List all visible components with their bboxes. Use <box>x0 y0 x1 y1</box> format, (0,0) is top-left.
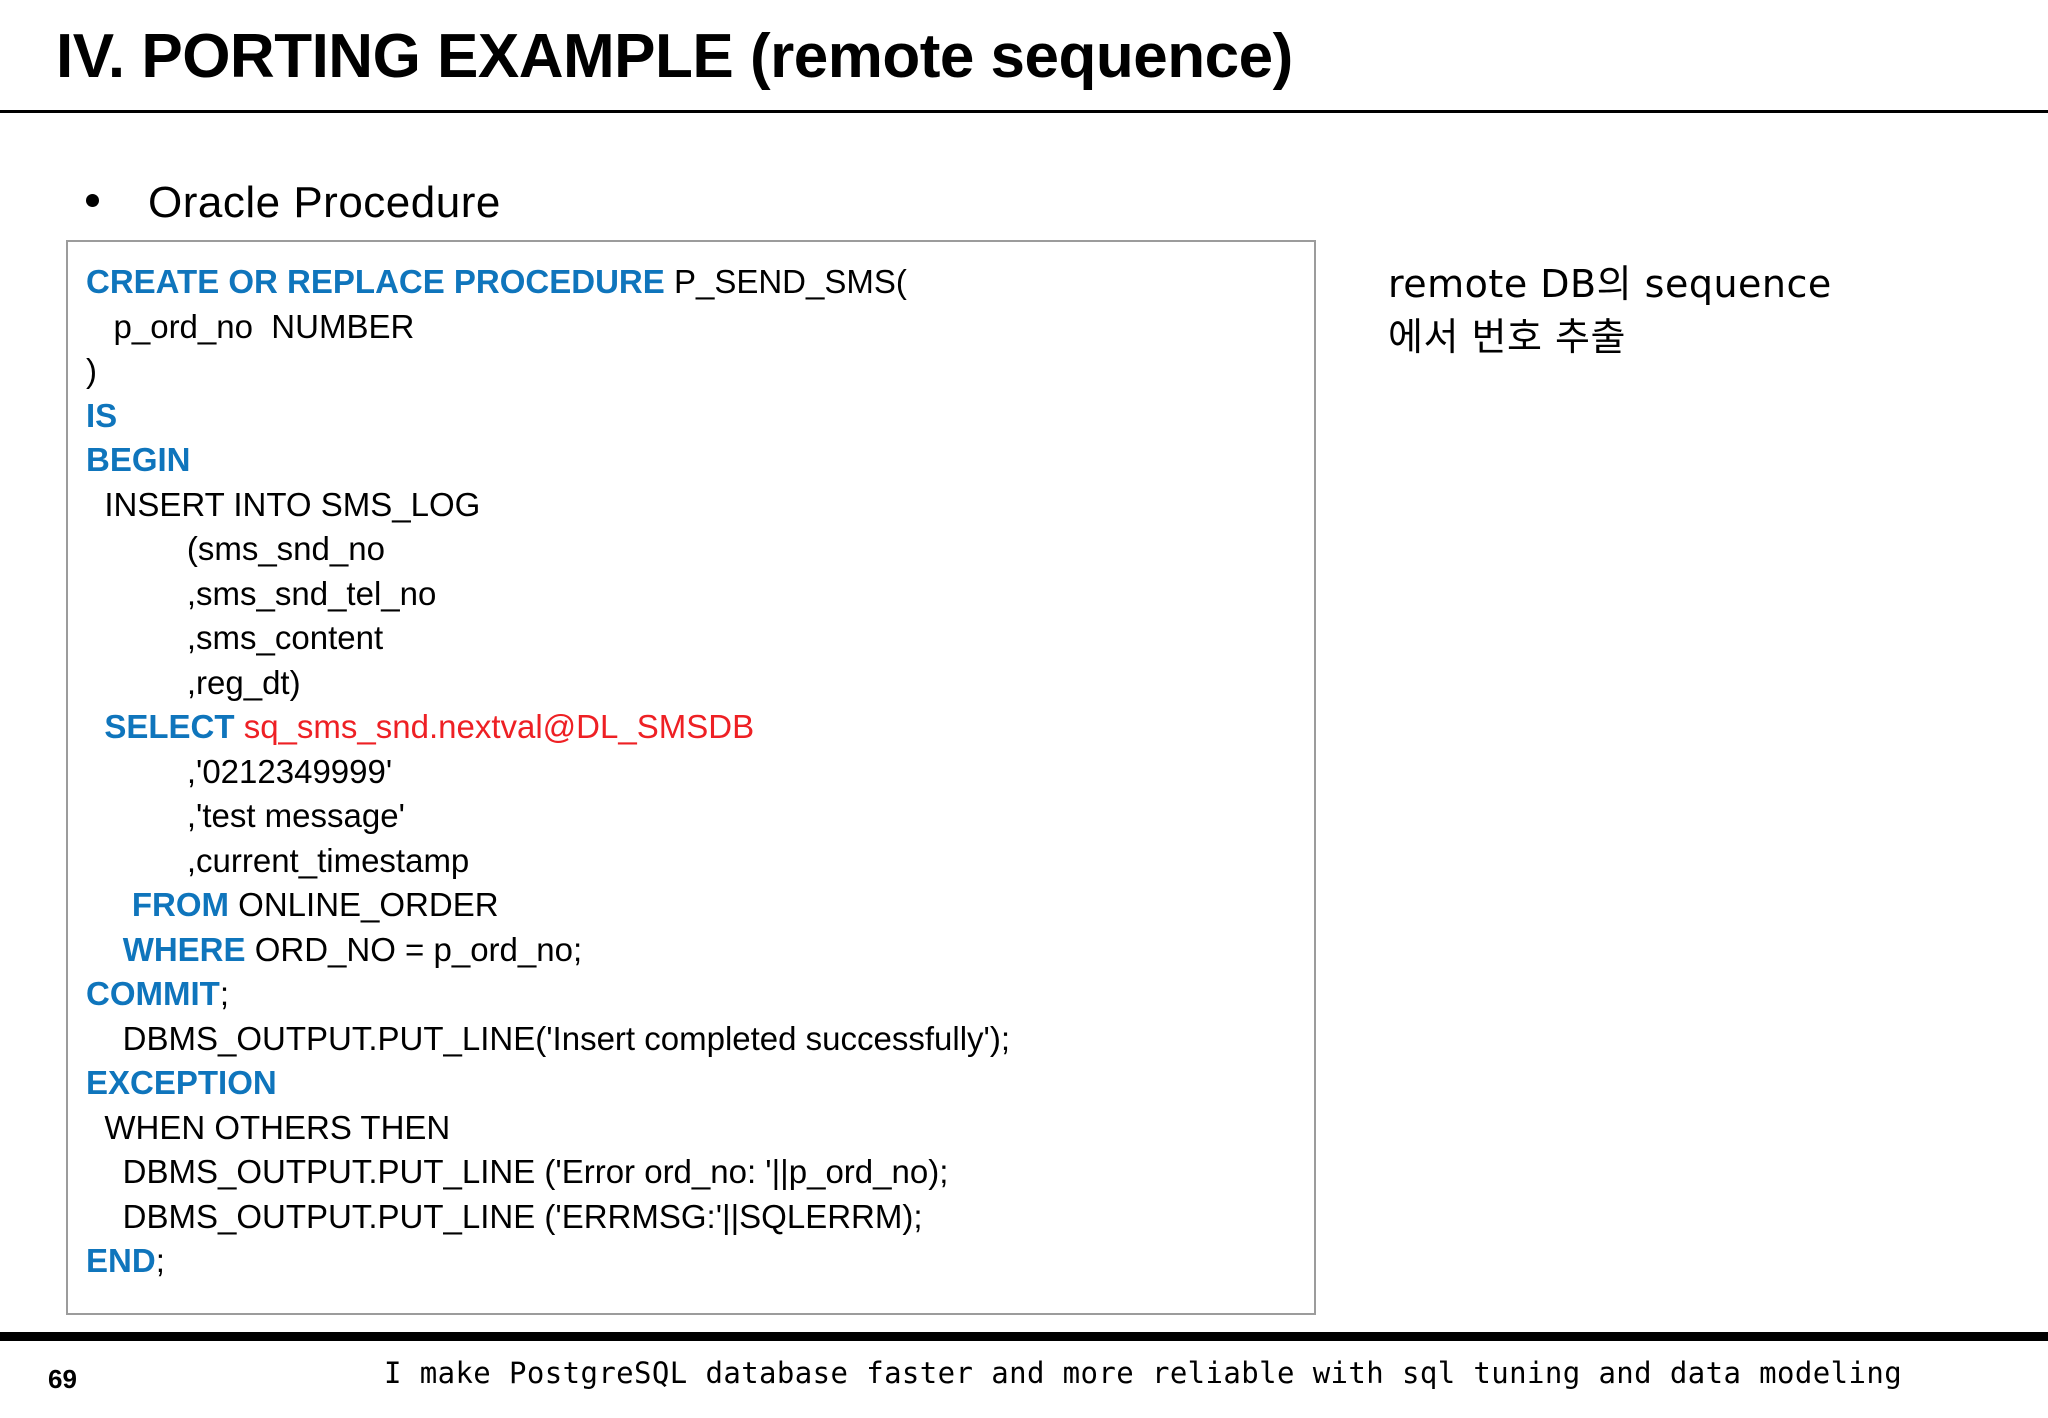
code-line: DBMS_OUTPUT.PUT_LINE('Insert completed s… <box>68 1017 1314 1062</box>
code-text <box>86 931 123 968</box>
page-number: 69 <box>48 1364 77 1394</box>
code-text: ; <box>219 975 229 1012</box>
code-line: COMMIT; <box>68 972 1314 1017</box>
highlighted-expression: sq_sms_snd.nextval@DL_SMSDB <box>243 708 755 745</box>
code-text: DBMS_OUTPUT.PUT_LINE ('Error ord_no: '||… <box>86 1153 949 1190</box>
code-line: ,'0212349999' <box>68 750 1314 795</box>
code-text: ,sms_snd_tel_no <box>86 574 437 612</box>
code-text: ,sms_content <box>86 619 384 656</box>
code-line: FROM ONLINE_ORDER <box>68 883 1314 928</box>
section-heading-label: Oracle Procedure <box>148 178 501 227</box>
code-line: ,sms_snd_tel_no <box>68 572 1314 617</box>
code-line: ,current_timestamp <box>68 839 1314 884</box>
code-text: ORD_NO = p_ord_no; <box>245 930 583 968</box>
code-line: ,sms_content <box>68 616 1314 661</box>
code-line: ,'test message' <box>68 794 1314 839</box>
title-divider <box>0 110 2048 113</box>
sql-keyword: SELECT <box>104 708 235 745</box>
code-text: P_SEND_SMS( <box>664 263 907 300</box>
code-line: IS <box>68 394 1314 439</box>
code-text: ,reg_dt) <box>86 663 301 701</box>
code-line: DBMS_OUTPUT.PUT_LINE ('Error ord_no: '||… <box>68 1150 1314 1195</box>
code-lines: CREATE OR REPLACE PROCEDURE P_SEND_SMS( … <box>68 260 1314 1284</box>
sql-keyword: COMMIT <box>86 975 220 1012</box>
code-text: ) <box>86 352 97 389</box>
sql-keyword: WHERE <box>122 930 246 968</box>
code-text: ONLINE_ORDER <box>229 886 499 923</box>
sql-keyword: END <box>86 1242 156 1279</box>
code-line: EXCEPTION <box>68 1061 1314 1106</box>
code-line: BEGIN <box>68 438 1314 483</box>
annotation-note: remote DB의 sequence 에서 번호 추출 <box>1388 258 1988 364</box>
code-text: WHEN OTHERS THEN <box>86 1108 451 1146</box>
annotation-line-2: 에서 번호 추출 <box>1388 315 1626 359</box>
code-text <box>235 708 244 745</box>
code-line: WHERE ORD_NO = p_ord_no; <box>68 928 1314 973</box>
code-text: (sms_snd_no <box>86 530 385 567</box>
sql-keyword: CREATE OR REPLACE PROCEDURE <box>86 263 665 300</box>
code-line: ) <box>68 349 1314 394</box>
annotation-line-1: remote DB의 sequence <box>1388 262 1832 306</box>
code-text: DBMS_OUTPUT.PUT_LINE ('ERRMSG:'||SQLERRM… <box>86 1197 923 1235</box>
page-title: IV. PORTING EXAMPLE (remote sequence) <box>56 22 1293 91</box>
code-block: CREATE OR REPLACE PROCEDURE P_SEND_SMS( … <box>66 240 1316 1315</box>
code-line: INSERT INTO SMS_LOG <box>68 483 1314 528</box>
code-text: ; <box>155 1242 165 1279</box>
code-line: p_ord_no NUMBER <box>68 305 1314 350</box>
sql-keyword: FROM <box>131 886 229 923</box>
code-text: DBMS_OUTPUT.PUT_LINE('Insert completed s… <box>86 1019 1011 1057</box>
code-line: SELECT sq_sms_snd.nextval@DL_SMSDB <box>68 705 1314 750</box>
code-text <box>86 886 132 923</box>
sql-keyword: IS <box>86 396 118 434</box>
code-line: ,reg_dt) <box>68 661 1314 706</box>
code-text: INSERT INTO SMS_LOG <box>86 485 481 523</box>
footer-divider <box>0 1332 2048 1341</box>
section-heading: Oracle Procedure <box>86 178 501 228</box>
code-text: ,'test message' <box>86 797 405 834</box>
code-line: CREATE OR REPLACE PROCEDURE P_SEND_SMS( <box>68 260 1314 305</box>
code-text: p_ord_no NUMBER <box>86 307 415 345</box>
sql-keyword: EXCEPTION <box>86 1064 277 1101</box>
code-line: (sms_snd_no <box>68 527 1314 572</box>
code-line: WHEN OTHERS THEN <box>68 1106 1314 1151</box>
sql-keyword: BEGIN <box>86 441 191 478</box>
code-text <box>86 708 104 745</box>
bullet-point-icon <box>86 194 99 207</box>
code-line: DBMS_OUTPUT.PUT_LINE ('ERRMSG:'||SQLERRM… <box>68 1195 1314 1240</box>
footer-tagline: I make PostgreSQL database faster and mo… <box>384 1356 1903 1390</box>
code-line: END; <box>68 1239 1314 1284</box>
code-text: ,current_timestamp <box>86 841 470 879</box>
code-text: ,'0212349999' <box>86 752 393 790</box>
